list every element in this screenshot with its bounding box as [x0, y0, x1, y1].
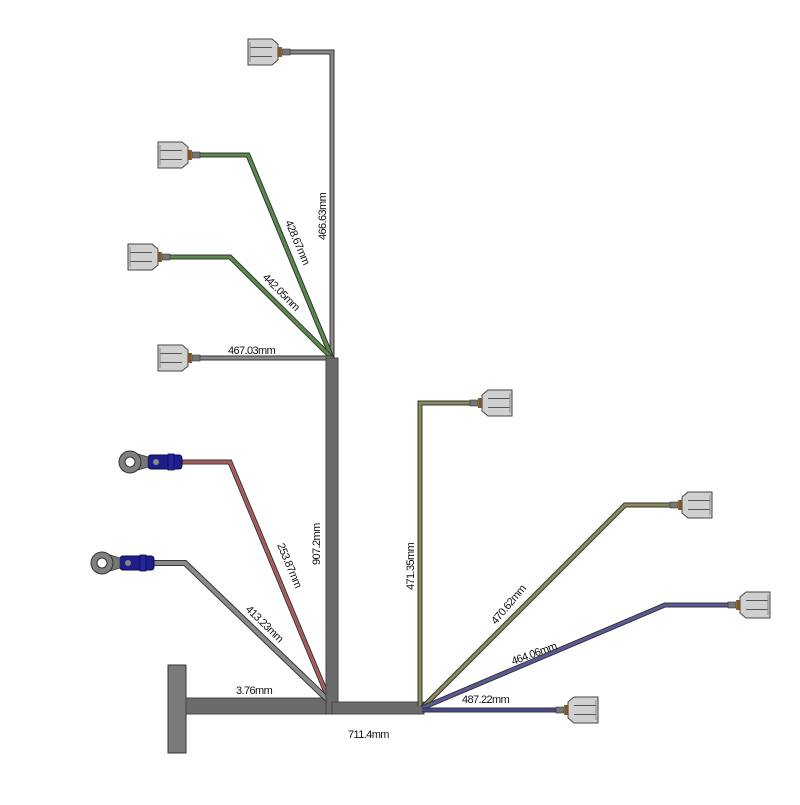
connector-right-diag-1[interactable] [669, 491, 713, 519]
connector-right-bottom[interactable] [555, 696, 599, 724]
label-main-trunk: 907.2mm [311, 523, 323, 565]
label-bottom-trunk: 711.4mm [348, 729, 389, 741]
connector-left[interactable] [157, 344, 201, 372]
ring-terminal-2[interactable] [90, 551, 155, 575]
label-top-branch: 466.63mm [317, 192, 329, 240]
connector-right-top[interactable] [469, 389, 513, 417]
ring-wire-1 [180, 459, 333, 703]
t-block-plate [167, 664, 187, 754]
ring-terminal-1[interactable] [118, 450, 183, 474]
main-trunk [325, 357, 339, 715]
connector-top[interactable] [247, 38, 291, 66]
label-right-vertical: 471.35mm [405, 542, 417, 590]
bottom-trunk [331, 701, 425, 715]
label-right-bottom: 487.22mm [462, 694, 510, 706]
green-wire-1 [200, 152, 335, 359]
top-wire [290, 49, 335, 360]
label-t-block: 3.76mm [236, 685, 273, 697]
connector-green-1[interactable] [157, 141, 201, 169]
right-diag-wire-2 [421, 602, 728, 711]
t-block-stem [185, 697, 337, 715]
ring-wire-2 [152, 560, 333, 705]
connector-green-2[interactable] [127, 243, 171, 271]
right-diag-wire-1 [420, 502, 670, 710]
green-wire-2 [170, 254, 334, 360]
label-right-diag-2: 464.06mm [510, 640, 559, 668]
connector-right-diag-2[interactable] [727, 591, 771, 619]
right-vertical-wire [417, 400, 470, 706]
label-left-branch: 467.03mm [228, 345, 276, 357]
